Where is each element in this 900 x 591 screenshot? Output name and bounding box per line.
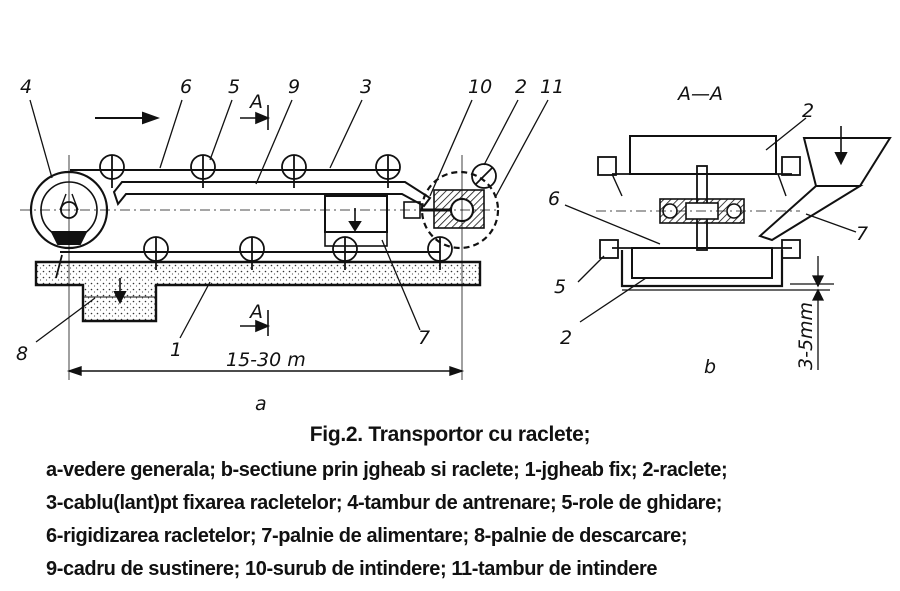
label-10: 10 — [468, 76, 492, 98]
label-b-6: 6 — [548, 188, 560, 210]
gap-dimension — [790, 256, 834, 370]
label-1: 1 — [170, 339, 182, 361]
label-b-7: 7 — [856, 223, 868, 245]
label-8: 8 — [16, 343, 28, 365]
label-6: 6 — [180, 76, 192, 98]
length-label: 15-30 m — [226, 349, 306, 371]
view-b-leaders — [564, 117, 857, 323]
legend-line-4: 9-cadru de sustinere; 10-surub de intind… — [46, 558, 658, 580]
legend-line-1: a-vedere generala; b-sectiune prin jghea… — [46, 459, 728, 481]
label-4: 4 — [20, 76, 32, 98]
label-b-2-bottom: 2 — [560, 327, 572, 349]
label-11: 11 — [540, 76, 564, 98]
gap-label: 3-5mm — [795, 302, 817, 370]
support-frame — [112, 181, 432, 208]
legend-line-2: 3-cablu(lant)pt fixarea racletelor; 4-ta… — [46, 492, 723, 514]
discharge-arrow — [113, 278, 127, 305]
conveyor-drawing: 4 6 5 9 3 10 2 11 A A 8 1 7 15-30 m a — [16, 76, 892, 415]
label-7: 7 — [418, 327, 430, 349]
length-dimension — [66, 366, 465, 376]
label-5: 5 — [228, 76, 240, 98]
bottom-scraper — [599, 239, 830, 291]
section-title: A—A — [676, 83, 723, 105]
legend-line-3: 6-rigidizarea racletelor; 7-palnie de al… — [46, 525, 688, 547]
view-a — [20, 99, 549, 380]
view-b — [564, 117, 892, 370]
lower-scrapers — [55, 236, 453, 279]
label-b-5: 5 — [554, 276, 566, 298]
top-scraper — [597, 135, 801, 197]
direction-arrow — [95, 111, 160, 125]
section-label-top: A — [248, 91, 263, 113]
label-2: 2 — [515, 76, 527, 98]
label-3: 3 — [360, 76, 372, 98]
side-feed-hopper — [758, 126, 892, 242]
label-9: 9 — [288, 76, 300, 98]
section-mark-top — [240, 105, 271, 130]
section-label-bottom: A — [248, 301, 263, 323]
view-a-letter: a — [255, 393, 267, 415]
chain-link — [596, 165, 800, 251]
view-b-letter: b — [704, 356, 716, 378]
upper-scrapers — [99, 154, 497, 189]
label-b-2-top: 2 — [802, 100, 814, 122]
figure-caption-title: Fig.2. Transportor cu raclete; — [309, 423, 591, 446]
section-mark-bottom — [240, 310, 271, 336]
feed-hopper — [324, 195, 388, 247]
leader-lines — [29, 99, 549, 343]
